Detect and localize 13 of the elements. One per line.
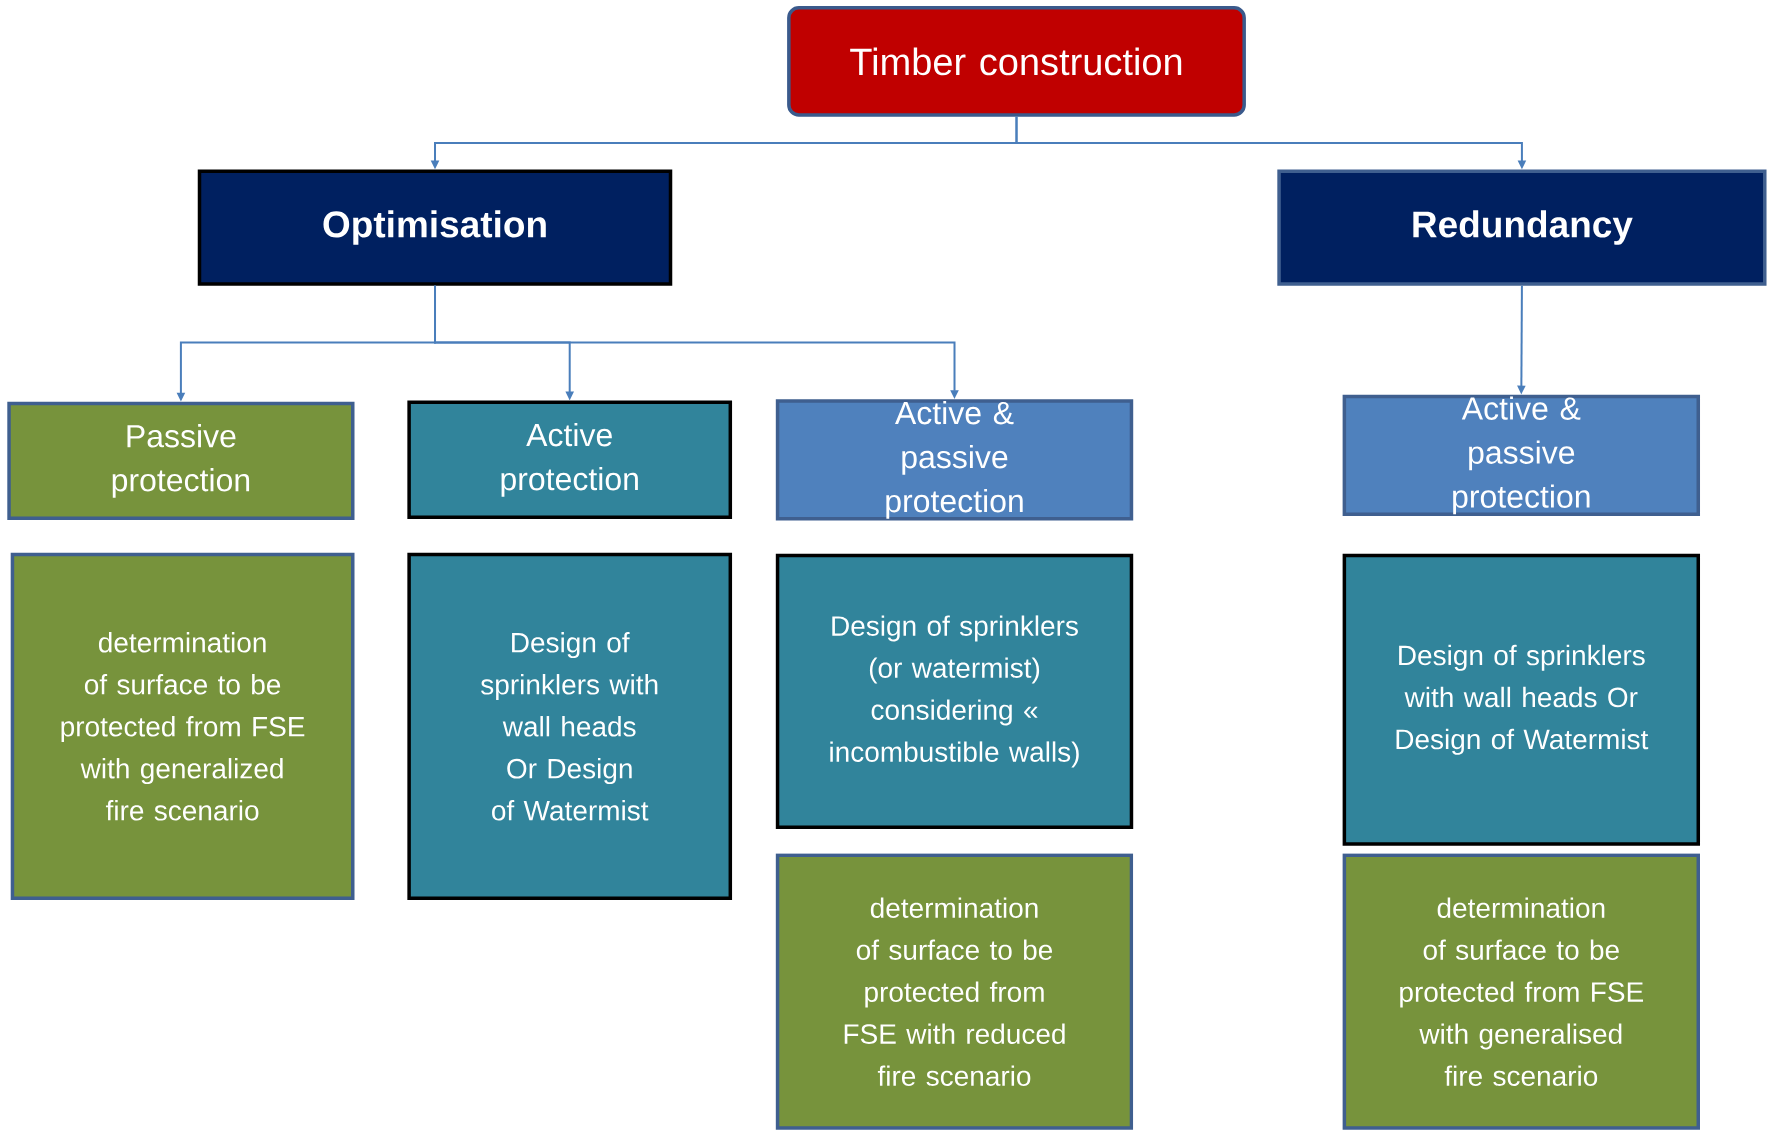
protection-box: Active protection [407,400,733,519]
description-box: Design of sprinklers with wall heads Or Design of Watermist [1342,553,1700,846]
description-box: determination of surface to be protected from FSE with generalised fire scenario [1342,853,1700,1130]
protection-box: Passive protection [7,401,355,521]
title-box: Timber construction [787,6,1246,117]
protection-box: Active & passive protection [1342,394,1700,516]
description-box: determination of surface to be protected from FSE with generalized fire scenario [10,552,355,900]
category-box: Redundancy [1277,169,1767,286]
description-box: Design of sprinklers with wall heads Or Design of Watermist [407,552,733,900]
category-box: Optimisation [197,169,673,286]
protection-box: Active & passive protection [775,399,1134,521]
description-box: determination of surface to be protected from FSE with reduced fire scenario [775,853,1134,1130]
description-box: Design of sprinklers (or watermist) considering « incombustible walls) [775,553,1134,829]
